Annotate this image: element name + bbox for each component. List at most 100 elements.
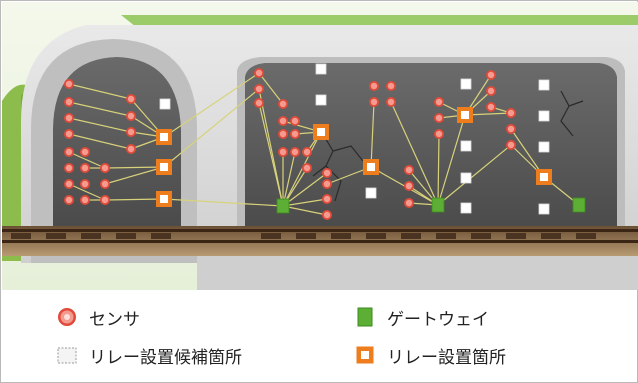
sensor-node-inner	[405, 166, 413, 174]
sensor-node-inner	[81, 164, 89, 172]
tunnel-network-diagram	[2, 2, 638, 290]
sensor-node-inner	[65, 148, 73, 156]
sensor-node-inner	[487, 103, 495, 111]
relay-candidate-spot	[460, 78, 472, 90]
sensor-node-inner	[255, 85, 263, 93]
legend-gateway: ゲートウェイ	[355, 306, 489, 330]
link-line	[390, 101, 439, 206]
sensor-node-inner	[303, 148, 311, 156]
sensor-node-inner	[405, 182, 413, 190]
legend-gateway-label: ゲートウェイ	[387, 309, 489, 330]
sensor-node-inner	[303, 164, 311, 172]
link-line	[68, 183, 106, 201]
sensor-node-inner	[101, 196, 109, 204]
link-line	[104, 166, 165, 185]
sensor-icon	[58, 308, 76, 326]
legend-relay-label: リレー設置箇所	[387, 347, 506, 368]
sensor-node-inner	[65, 98, 73, 106]
sensor-node-inner	[127, 95, 135, 103]
sensor-node-inner	[507, 125, 515, 133]
link-line	[104, 198, 165, 201]
sensor-node-inner	[81, 148, 89, 156]
relay-box-center	[160, 163, 168, 171]
sensor-node-inner	[291, 130, 299, 138]
relay-candidate-spot	[538, 79, 550, 91]
link-line	[163, 88, 260, 168]
sensor-node-inner	[487, 87, 495, 95]
relay-icon	[356, 346, 374, 364]
link-line	[163, 72, 260, 138]
sensor-node-inner	[387, 98, 395, 106]
sensor-node-inner	[81, 180, 89, 188]
sensor-node-inner	[279, 130, 287, 138]
rail-top	[2, 229, 638, 232]
sensor-node-inner	[291, 117, 299, 125]
wall-cracks	[312, 90, 584, 202]
sensor-node-inner	[65, 114, 73, 122]
relay-box-center	[160, 195, 168, 203]
sensor-node-inner	[101, 164, 109, 172]
legend-relay-candidate: リレー設置候補箇所	[57, 344, 242, 368]
sensor-node-inner	[323, 169, 331, 177]
sensor-node-inner	[127, 145, 135, 153]
sensors	[64, 68, 516, 220]
sensor-node-inner	[435, 98, 443, 106]
relay-candidate-spot	[538, 141, 550, 153]
sensor-node-inner	[255, 99, 263, 107]
sensor-node-inner	[279, 117, 287, 125]
sensor-node-inner	[405, 199, 413, 207]
sensor-node-inner	[435, 114, 443, 122]
sensor-node-inner	[507, 109, 515, 117]
link-line	[282, 172, 328, 207]
sensor-node-inner	[255, 69, 263, 77]
relay-box-center	[461, 111, 469, 119]
relay-candidate-spot	[315, 63, 327, 75]
rail-bottom	[2, 240, 638, 243]
link-line	[104, 166, 165, 169]
relay-candidate-spot	[538, 203, 550, 215]
sensor-node-inner	[65, 80, 73, 88]
link-line	[68, 117, 132, 133]
relay-box-center	[317, 128, 325, 136]
gateway-icon	[357, 307, 373, 327]
sensor-node-inner	[435, 130, 443, 138]
relay-candidate-spot	[460, 172, 472, 184]
link-line	[258, 72, 284, 105]
sensor-node-inner	[101, 180, 109, 188]
relay-candidate-spot	[315, 94, 327, 106]
sensor-node-inner	[81, 196, 89, 204]
legend-sensor-label: センサ	[89, 309, 140, 330]
relay-candidate-spot	[538, 110, 550, 122]
sensor-node-inner	[370, 98, 378, 106]
sensor-node-inner	[127, 128, 135, 136]
sensor-node-inner	[323, 195, 331, 203]
gateway-node	[431, 197, 445, 213]
sensor-node-inner	[323, 211, 331, 219]
installed-relays	[156, 107, 552, 207]
sensor-node-inner	[370, 82, 378, 90]
link-line	[282, 131, 322, 207]
link-line	[68, 101, 132, 117]
sensor-node-inner	[387, 82, 395, 90]
relay-candidate-spot	[159, 98, 171, 110]
sensor-node-inner	[65, 164, 73, 172]
gateway-node	[276, 198, 290, 214]
relay-candidate-spot	[460, 140, 472, 152]
link-line	[282, 205, 328, 216]
relay-candidate-spot	[365, 187, 377, 199]
link-line	[68, 83, 132, 100]
link-line	[68, 151, 106, 169]
relay-box-center	[367, 163, 375, 171]
gateway-node	[572, 197, 586, 213]
link-line	[437, 144, 512, 206]
link-line	[437, 133, 440, 206]
rail-ties	[11, 233, 596, 239]
relay-box-center	[540, 173, 548, 181]
legend-sensor: センサ	[57, 306, 140, 330]
sensor-node-inner	[127, 112, 135, 120]
link-line	[282, 198, 328, 207]
link-line	[68, 133, 132, 150]
link-line	[437, 114, 466, 206]
link-line	[370, 101, 375, 168]
